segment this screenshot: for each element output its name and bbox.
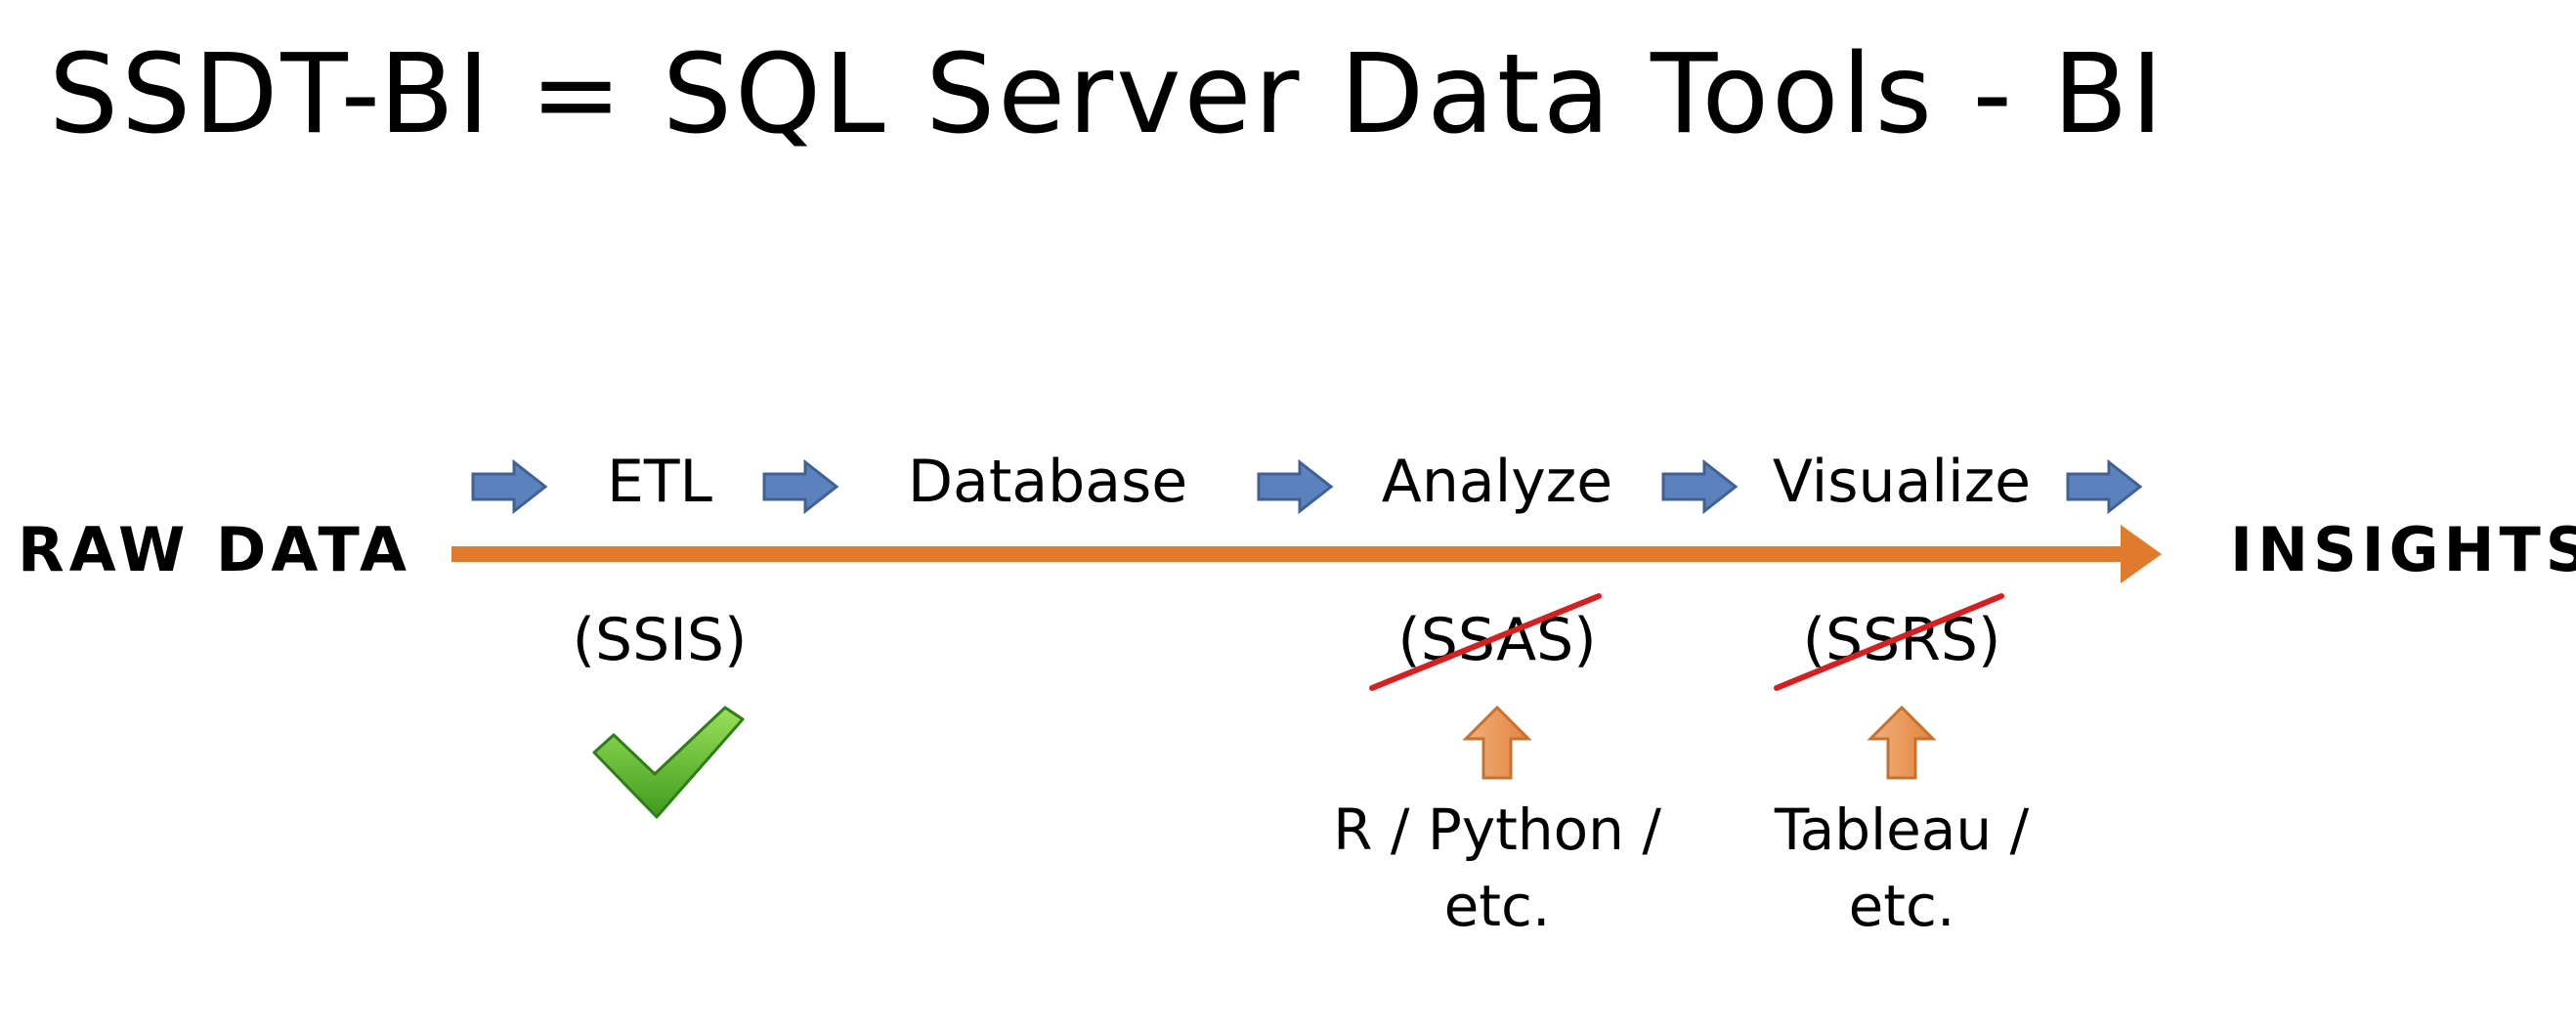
up-arrow-analyze-icon [1462,705,1532,780]
step-arrow-1 [471,458,548,515]
insights-label: INSIGHTS [2230,514,2576,585]
up-arrow-visualize-icon [1867,705,1937,780]
stage-visualize: Visualize [1772,448,2032,516]
step-arrow-4 [1661,458,1739,515]
alt-analyze-tools: R / Python / etc. [1333,796,1661,940]
step-arrow-3 [1257,458,1334,515]
tool-ssis: (SSIS) [572,606,748,674]
alt-visualize-tools: Tableau / etc. [1774,796,2030,940]
step-arrow-2 [762,458,839,515]
ssas-strikethrough [1369,593,1602,691]
stage-analyze: Analyze [1381,448,1613,516]
stage-etl: ETL [607,448,712,516]
ssrs-strikethrough [1774,593,2004,691]
page-title: SSDT-BI = SQL Server Data Tools - BI [49,31,2167,158]
check-icon [592,706,745,819]
main-flow-arrow [451,525,2162,583]
stage-database: Database [907,448,1188,516]
step-arrow-5 [2066,458,2143,515]
raw-data-label: RAW DATA [18,514,412,585]
tool-ssrs: (SSRS) [1802,606,2001,674]
